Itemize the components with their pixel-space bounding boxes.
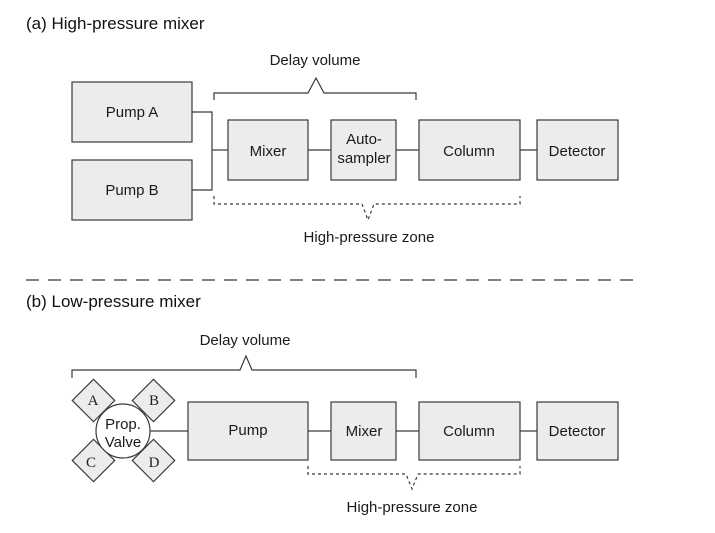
autosampler-label-line2: sampler xyxy=(337,150,390,167)
column-box-a xyxy=(418,119,521,181)
pump-b-label: Pump B xyxy=(105,182,158,199)
port-a-label: A xyxy=(88,393,99,409)
autosampler-label-line1: Auto- xyxy=(346,131,382,148)
detector-box-b xyxy=(536,401,619,461)
section-b-title: (b) Low-pressure mixer xyxy=(26,292,201,311)
section-a: (a) High-pressure mixer Delay volume Pum… xyxy=(26,14,619,246)
high-pressure-zone-brace-a xyxy=(213,196,521,222)
detector-label-b: Detector xyxy=(549,423,606,440)
column-label-a: Column xyxy=(443,143,495,160)
high-pressure-zone-brace-b xyxy=(307,466,521,491)
proportioning-valve: A B C D Prop. Valve xyxy=(71,378,176,483)
pump-connector-a xyxy=(192,111,213,191)
column-box-b xyxy=(418,401,521,461)
port-d-label: D xyxy=(149,455,160,471)
delay-volume-brace-a xyxy=(213,76,417,100)
mixer-box-a xyxy=(227,119,309,181)
detector-box-a xyxy=(536,119,619,181)
pump-a-label: Pump A xyxy=(106,104,159,121)
valve-label-line2: Valve xyxy=(105,434,141,451)
delay-volume-label-b: Delay volume xyxy=(200,332,291,349)
section-a-title: (a) High-pressure mixer xyxy=(26,14,205,33)
section-b: (b) Low-pressure mixer Delay volume A B … xyxy=(26,292,619,516)
mixer-box-b xyxy=(330,401,397,461)
high-pressure-zone-label-b: High-pressure zone xyxy=(347,499,478,516)
delay-volume-label-a: Delay volume xyxy=(270,52,361,69)
column-label-b: Column xyxy=(443,423,495,440)
valve-label-line1: Prop. xyxy=(105,416,141,433)
pump-a-box xyxy=(71,81,193,143)
delay-volume-brace-b xyxy=(71,354,417,378)
port-b-diamond xyxy=(131,378,176,423)
port-b-label: B xyxy=(149,393,159,409)
pump-b-box xyxy=(71,159,193,221)
port-c-label: C xyxy=(86,455,96,471)
autosampler-box xyxy=(330,119,397,181)
mixer-label-a: Mixer xyxy=(250,143,287,160)
pump-label-b: Pump xyxy=(228,422,267,439)
high-pressure-zone-label-a: High-pressure zone xyxy=(304,229,435,246)
detector-label-a: Detector xyxy=(549,143,606,160)
pump-box-b xyxy=(187,401,309,461)
mixer-label-b: Mixer xyxy=(346,423,383,440)
